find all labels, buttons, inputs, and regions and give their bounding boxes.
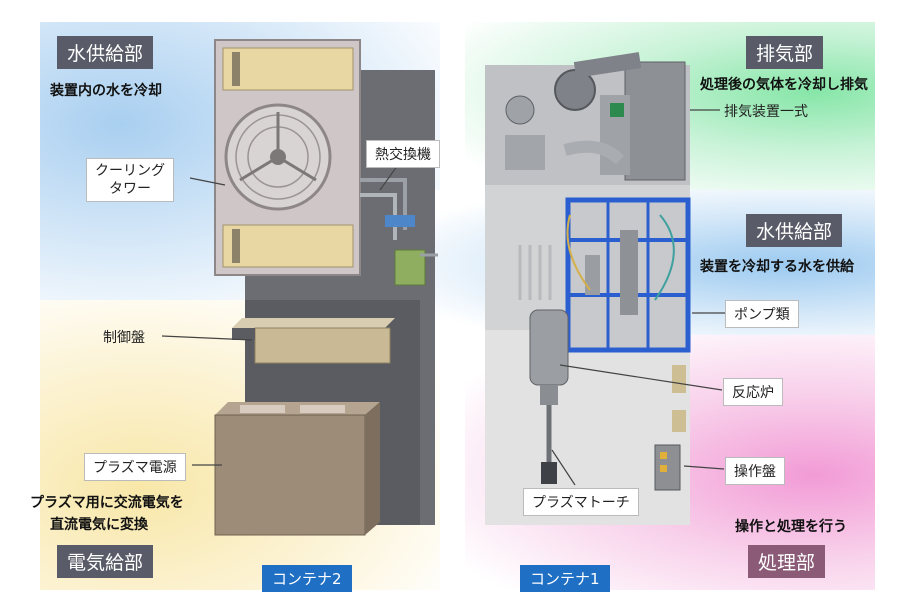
leader-torch — [551, 449, 576, 486]
plasma-power-callout: プラズマ電源 — [84, 453, 186, 481]
cooling-tower-label-1: クーリング — [95, 163, 165, 179]
control-panel-callout: 制御盤 — [103, 330, 145, 346]
plasma-torch — [541, 405, 557, 484]
heat-exchanger-callout: 熱交換機 — [366, 140, 440, 168]
reactor-vessel — [529, 309, 569, 405]
pumps-callout: ポンプ類 — [725, 300, 799, 328]
container2-label: コンテナ2 — [262, 565, 352, 592]
cooling-tower-callout: クーリング タワー — [86, 158, 174, 202]
plasma-power-box — [214, 402, 380, 536]
leader-cooling — [189, 177, 226, 186]
container1-label: コンテナ1 — [520, 565, 610, 592]
leader-operation — [683, 465, 725, 470]
left-power-desc-2: 直流電気に変換 — [50, 517, 148, 533]
cooling-tower — [214, 39, 361, 276]
operation-panel-box — [654, 444, 681, 491]
left-power-desc-1: プラズマ用に交流電気を — [30, 495, 184, 511]
plasma-torch-callout: プラズマトーチ — [523, 488, 639, 516]
right-exhaust-desc: 処理後の気体を冷却し排気 — [700, 77, 868, 93]
right-water-supply-desc: 装置を冷却する水を供給 — [700, 259, 854, 275]
right-processing-title: 処理部 — [748, 545, 826, 578]
cooling-tower-label-2: タワー — [109, 181, 151, 197]
right-exhaust-title: 排気部 — [746, 36, 824, 69]
right-processing-desc: 操作と処理を行う — [735, 519, 847, 535]
left-power-supply-title: 電気給部 — [57, 545, 154, 578]
left-water-supply-desc: 装置内の水を冷却 — [50, 83, 162, 99]
leader-control-panel — [161, 335, 253, 341]
control-panel-box — [232, 318, 395, 364]
piping-left — [518, 245, 552, 300]
operation-panel-callout: 操作盤 — [725, 457, 785, 485]
heat-exchanger — [360, 178, 438, 286]
exhaust-set-callout: 排気装置一式 — [724, 104, 808, 120]
left-water-supply-title: 水供給部 — [57, 36, 154, 69]
leader-reactor — [559, 364, 723, 391]
pump-frame — [565, 197, 691, 353]
right-water-supply-title: 水供給部 — [746, 214, 843, 247]
exhaust-equipment — [505, 52, 686, 181]
reactor-callout: 反応炉 — [723, 378, 783, 406]
